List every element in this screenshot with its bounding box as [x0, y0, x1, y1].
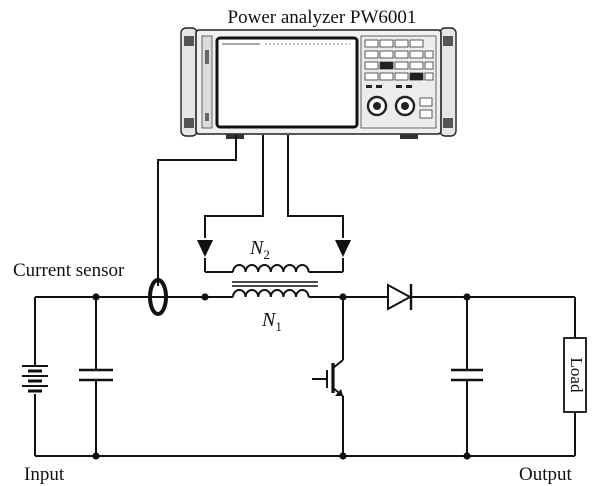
- probe-tip-left: [197, 240, 213, 257]
- voltage-lead-right: [287, 135, 344, 238]
- circuit: Load: [22, 278, 587, 460]
- primary-winding-n1: [232, 289, 310, 298]
- probe-tip-right: [335, 240, 351, 257]
- analyzer-title: Power analyzer PW6001: [228, 7, 417, 28]
- n1-label: N1: [261, 309, 282, 334]
- load-label: Load: [567, 358, 586, 393]
- transformer: N2 N1: [204, 237, 344, 334]
- load-resistor: Load: [563, 297, 587, 456]
- power-analyzer: Power analyzer PW6001: [180, 7, 457, 139]
- input-capacitor: [79, 297, 113, 456]
- switch-transistor: [312, 297, 344, 456]
- secondary-winding-n2: [232, 264, 310, 273]
- diode: [387, 283, 413, 311]
- current-sensor-label: Current sensor: [13, 260, 125, 281]
- input-label: Input: [24, 464, 65, 485]
- n2-label: N2: [249, 237, 270, 262]
- junction-dots: [92, 293, 471, 460]
- current-sensor-ring: [148, 278, 168, 316]
- battery-symbol: [22, 365, 48, 393]
- analyzer-screen: [215, 36, 359, 129]
- output-label: Output: [519, 464, 573, 485]
- measurement-cables: [157, 135, 351, 286]
- voltage-lead-left: [204, 135, 264, 238]
- current-sensor-cable: [157, 135, 237, 286]
- output-capacitor: [451, 297, 483, 456]
